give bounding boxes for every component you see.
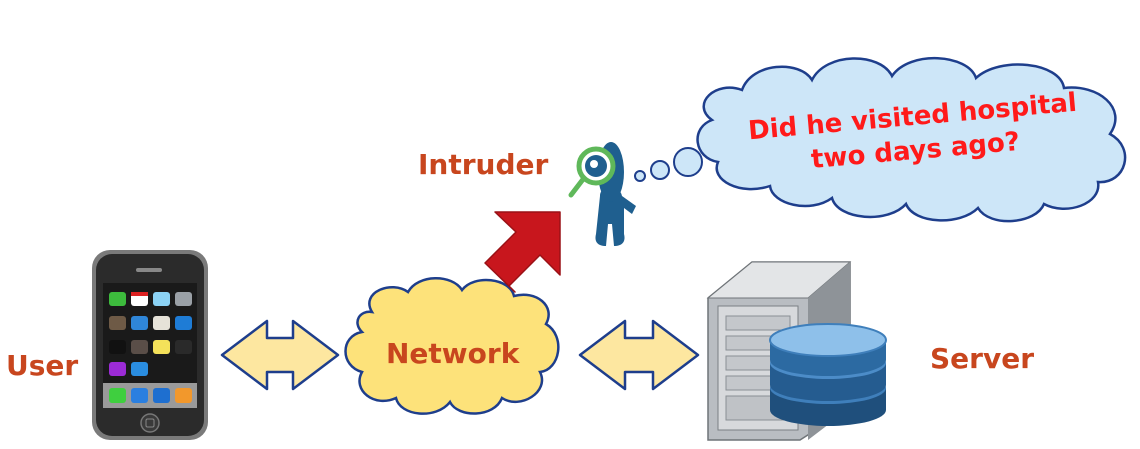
intruder-figure-icon xyxy=(568,142,636,246)
thought-dot-small xyxy=(634,170,646,182)
label-intruder: Intruder xyxy=(418,148,549,181)
attack-arrow-icon xyxy=(484,211,561,293)
label-user: User xyxy=(6,349,79,382)
smartphone-icon xyxy=(92,250,208,440)
double-arrow-user-network xyxy=(220,319,340,391)
thought-bubble-cloud xyxy=(696,56,1127,223)
double-arrow-network-server xyxy=(578,319,700,391)
thought-dot-large xyxy=(673,147,703,177)
label-server: Server xyxy=(930,342,1035,375)
label-network: Network xyxy=(386,337,520,370)
thought-dot-medium xyxy=(650,160,670,180)
database-icon xyxy=(769,323,887,426)
network-cloud-icon xyxy=(344,277,560,415)
